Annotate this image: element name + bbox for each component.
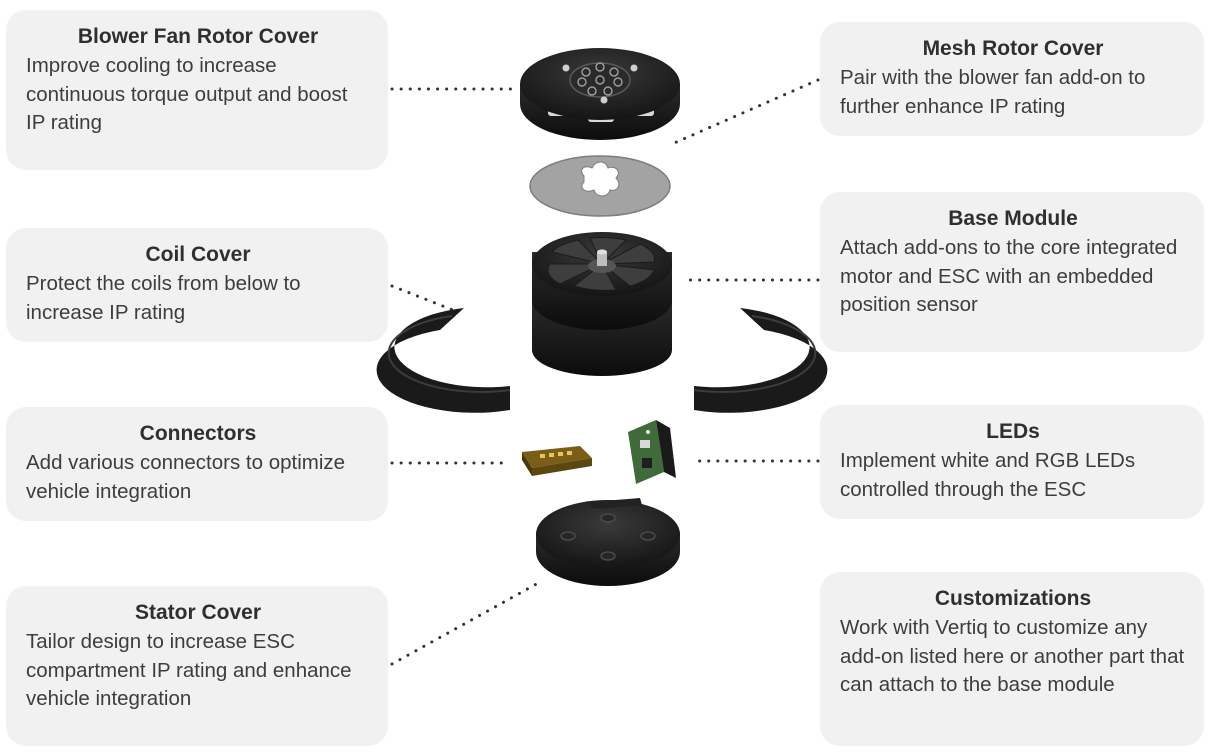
callout-customizations: Customizations Work with Vertiq to custo… xyxy=(820,572,1204,746)
callout-body: Add various connectors to optimize vehic… xyxy=(26,451,346,503)
callout-blower-fan-rotor-cover: Blower Fan Rotor Cover Improve cooling t… xyxy=(6,10,388,170)
callout-body: Work with Vertiq to customize any add-on… xyxy=(840,616,1185,696)
callout-title: Coil Cover xyxy=(145,243,251,266)
callout-body: Implement white and RGB LEDs controlled … xyxy=(840,449,1136,501)
callout-connectors: Connectors Add various connectors to opt… xyxy=(6,407,388,521)
callout-title: Base Module xyxy=(948,207,1078,230)
callout-leds: LEDs Implement white and RGB LEDs contro… xyxy=(820,405,1204,519)
callout-body: Improve cooling to increase continuous t… xyxy=(26,54,348,134)
callout-body: Protect the coils from below to increase… xyxy=(26,272,301,324)
callout-mesh-rotor-cover: Mesh Rotor Cover Pair with the blower fa… xyxy=(820,22,1204,136)
callout-coil-cover: Coil Cover Protect the coils from below … xyxy=(6,228,388,342)
callout-body: Attach add-ons to the core integrated mo… xyxy=(840,236,1178,316)
mesh-rotor-cover-part xyxy=(529,155,671,217)
connector-part xyxy=(522,446,592,476)
led-board-part xyxy=(628,420,676,484)
callout-title: LEDs xyxy=(986,420,1040,443)
callout-base-module: Base Module Attach add-ons to the core i… xyxy=(820,192,1204,352)
leader-mesh xyxy=(670,78,820,146)
callout-title: Customizations xyxy=(934,587,1092,610)
callout-title: Blower Fan Rotor Cover xyxy=(77,25,319,48)
callout-title: Mesh Rotor Cover xyxy=(922,37,1104,60)
stator-cover-part xyxy=(536,498,680,586)
coil-cover-part xyxy=(376,308,828,413)
blower-fan-rotor-cover-part xyxy=(520,48,680,140)
callout-body: Pair with the blower fan add-on to furth… xyxy=(840,66,1146,118)
leader-coil xyxy=(390,284,460,314)
callout-stator-cover: Stator Cover Tailor design to increase E… xyxy=(6,586,388,746)
callout-title: Stator Cover xyxy=(134,601,262,624)
leader-stator xyxy=(390,580,542,666)
leader-lines xyxy=(390,78,820,666)
base-module-part xyxy=(532,232,672,376)
callout-body: Tailor design to increase ESC compartmen… xyxy=(26,630,352,710)
callout-title: Connectors xyxy=(139,422,257,445)
